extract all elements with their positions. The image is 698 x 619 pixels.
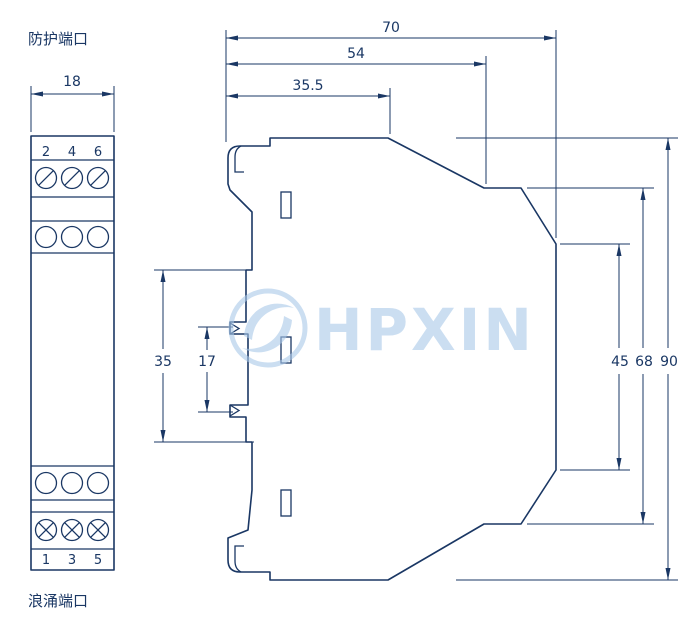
front-body-outline xyxy=(30,135,115,571)
front-view: 防护端口 18 2 4 6 xyxy=(28,30,115,610)
rail-tooth-bottom xyxy=(229,404,241,417)
dim-70-label: 70 xyxy=(382,20,400,36)
protection-port-label: 防护端口 xyxy=(28,30,88,48)
dim-45-label: 45 xyxy=(611,354,629,370)
dim-54-label: 54 xyxy=(347,46,365,62)
hpxin-logo-swirl xyxy=(244,303,294,340)
terminal-number: 3 xyxy=(68,553,76,568)
vent-slots xyxy=(280,191,292,517)
watermark-text: HPXIN xyxy=(314,296,535,364)
clip-curl-top xyxy=(234,145,244,173)
terminal-number: 4 xyxy=(68,145,76,160)
dim-18-label: 18 xyxy=(63,74,81,90)
bottom-terminal-numbers: 1 3 5 xyxy=(42,553,102,568)
terminal-row-screw-bottom xyxy=(34,518,110,542)
dim-68-label: 68 xyxy=(635,354,653,370)
left-dimensions: 35 17 xyxy=(154,269,254,443)
right-dimensions: 45 68 90 xyxy=(456,137,678,581)
top-terminal-numbers: 2 4 6 xyxy=(42,145,102,160)
clip-curl-bottom xyxy=(234,545,244,573)
terminal-number: 6 xyxy=(94,145,102,160)
hpxin-logo-swirl xyxy=(242,316,292,353)
dim-35-label: 35 xyxy=(154,354,172,370)
dim-90-label: 90 xyxy=(660,354,678,370)
dim-17-label: 17 xyxy=(198,354,216,370)
front-section-lines xyxy=(31,159,114,550)
terminal-number: 2 xyxy=(42,145,50,160)
hpxin-logo-icon xyxy=(228,288,308,368)
front-width-dimension: 18 xyxy=(30,74,115,132)
terminal-row-plain-top xyxy=(34,225,110,249)
terminal-row-screw-top xyxy=(34,166,110,190)
terminal-row-plain-bottom xyxy=(34,471,110,495)
surge-port-label: 浪涌端口 xyxy=(28,592,88,610)
dim-35-5-label: 35.5 xyxy=(292,78,323,94)
watermark: HPXIN xyxy=(228,288,535,368)
top-dimensions: 70 54 35.5 xyxy=(225,20,557,238)
terminal-number: 5 xyxy=(94,553,102,568)
terminal-number: 1 xyxy=(42,553,50,568)
